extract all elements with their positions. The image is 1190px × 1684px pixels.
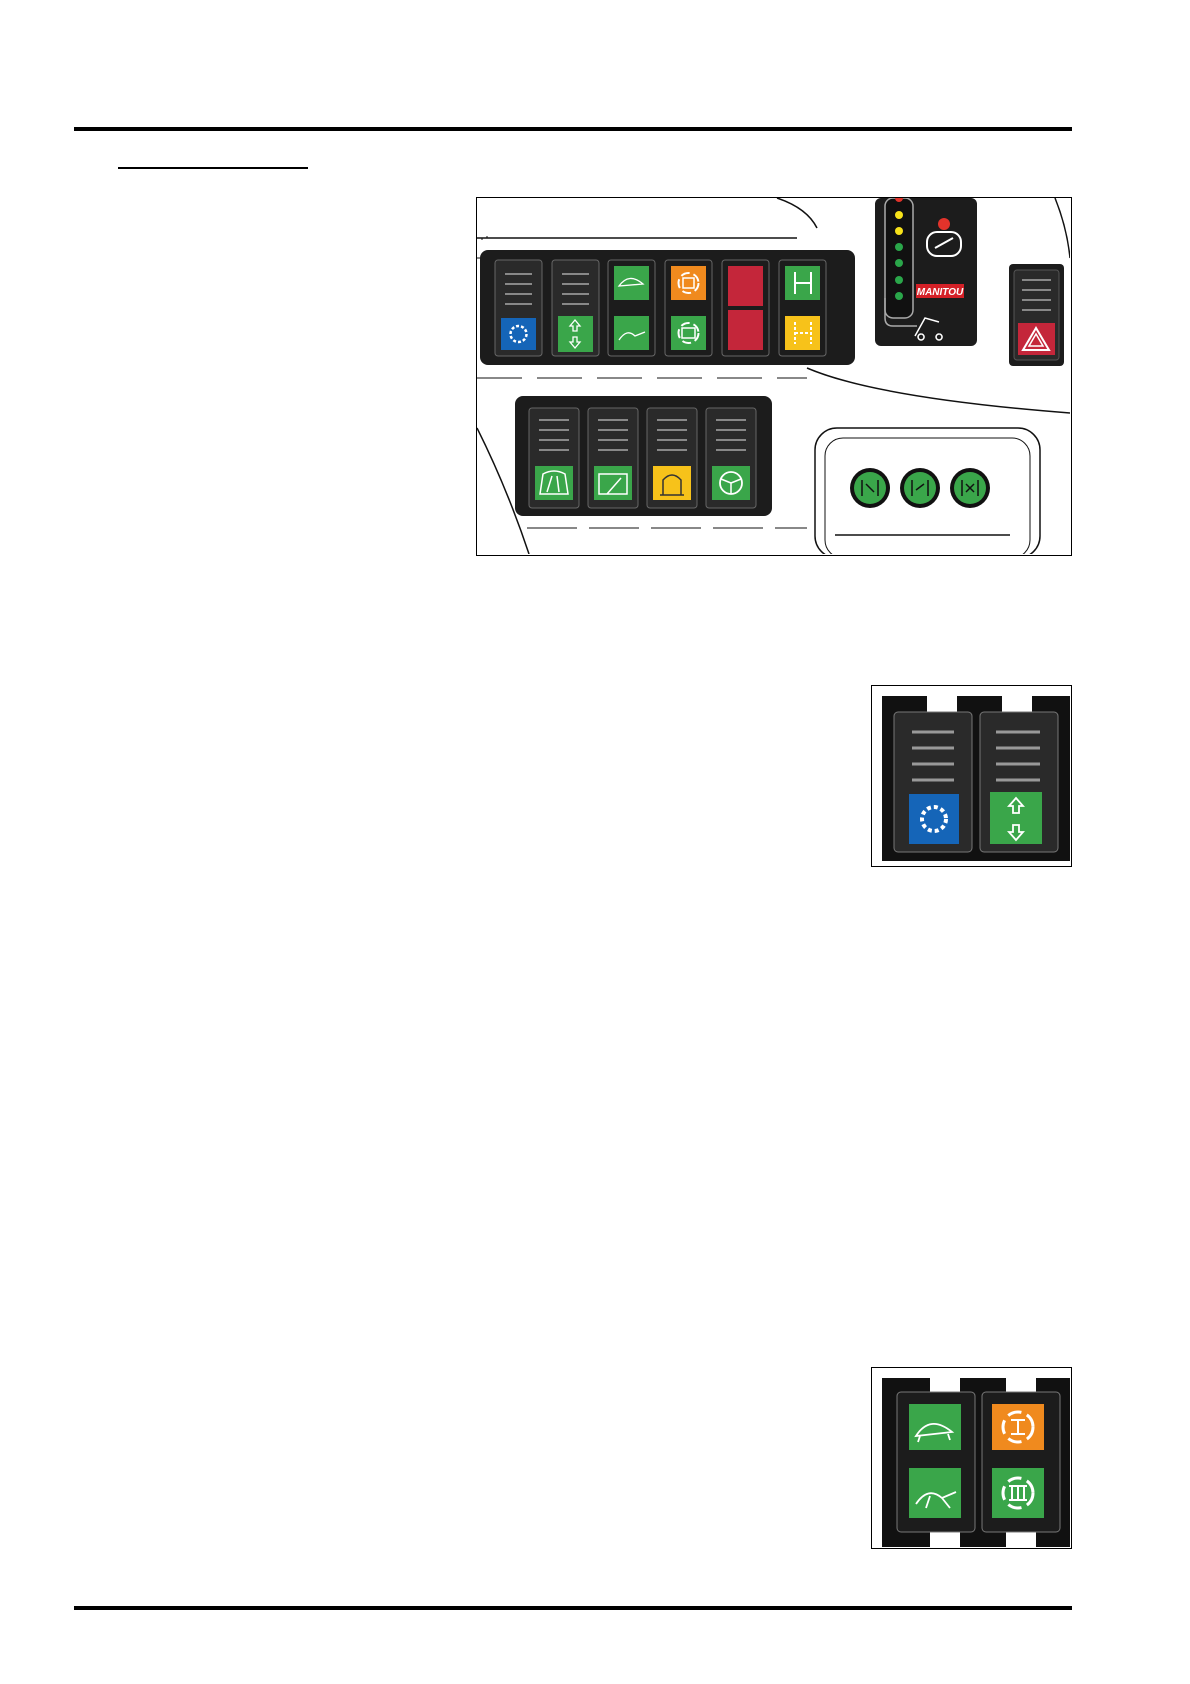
dashboard-overview-figure: MANITOU <box>476 197 1072 556</box>
header-rule <box>74 127 1072 131</box>
indicator-2 <box>900 468 940 508</box>
detail-switch-hydraulic-lock[interactable] <box>980 712 1058 852</box>
top-switch-work-light[interactable] <box>495 260 542 356</box>
top-switch-transmission[interactable] <box>779 260 826 356</box>
top-switch-speed-range[interactable] <box>608 260 655 356</box>
bottom-switch-front-wiper[interactable] <box>529 408 579 508</box>
top-switch-steering-mode[interactable] <box>665 260 712 356</box>
detail-switch-work-light[interactable] <box>894 712 972 852</box>
detail-figure-speed-steering <box>871 1367 1072 1549</box>
section-title-underline <box>118 167 308 169</box>
detail-switch-speed-range[interactable] <box>897 1392 975 1532</box>
indicator-1 <box>850 468 890 508</box>
bottom-switch-rotating-beacon[interactable] <box>647 408 697 508</box>
detail-switch-steering-mode[interactable] <box>982 1392 1060 1532</box>
bottom-switch-steering-alignment[interactable] <box>706 408 756 508</box>
detail-figure-work-light-hydraulic <box>871 685 1072 867</box>
bottom-switch-rear-wiper[interactable] <box>588 408 638 508</box>
indicator-3 <box>950 468 990 508</box>
top-switch-unused[interactable] <box>722 260 769 356</box>
load-warning-light <box>938 218 950 230</box>
top-switch-hydraulic-lock[interactable] <box>552 260 599 356</box>
footer-rule <box>74 1606 1072 1610</box>
brand-logo: MANITOU <box>917 287 964 298</box>
